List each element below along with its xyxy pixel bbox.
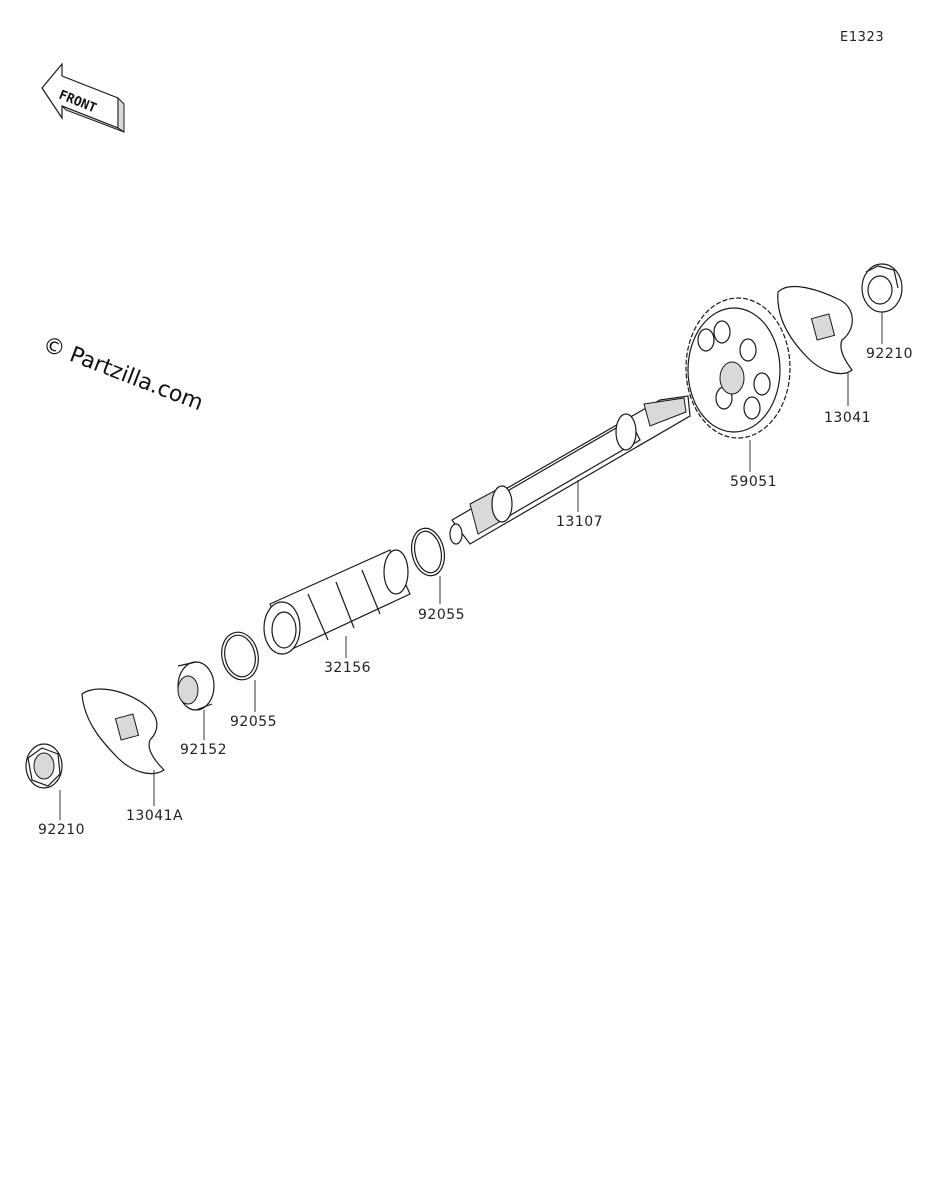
cam-plate-right[interactable] [777,285,853,375]
part-label-sleeve[interactable]: 32156 [324,660,372,676]
leader-lines [59,312,883,820]
part-label-shaft[interactable]: 13107 [556,514,604,530]
part-label-cam-left[interactable]: 13041A [126,808,184,824]
part-label-ring-upper[interactable]: 92055 [418,607,466,623]
part-label-cam-right[interactable]: 13041 [824,410,872,426]
part-label-nut-right[interactable]: 92210 [866,346,914,362]
flange-nut-left[interactable] [25,743,63,789]
part-label-collar[interactable]: 92152 [180,742,228,758]
part-label-gear[interactable]: 59051 [730,474,778,490]
o-ring-lower[interactable] [217,629,262,683]
o-ring-upper[interactable] [407,525,448,579]
diagram-code: E1323 [840,30,885,45]
part-label-nut-left[interactable]: 92210 [38,822,86,838]
sprocket-gear[interactable] [685,297,791,439]
cam-plate-left[interactable] [81,688,165,775]
collar-spacer[interactable] [177,661,215,711]
front-arrow-icon: FRONT [41,62,125,133]
drive-shaft[interactable] [449,395,691,545]
roller-sleeve[interactable] [263,549,411,655]
flange-nut-right[interactable] [861,263,903,313]
part-label-ring-lower[interactable]: 92055 [230,714,278,730]
